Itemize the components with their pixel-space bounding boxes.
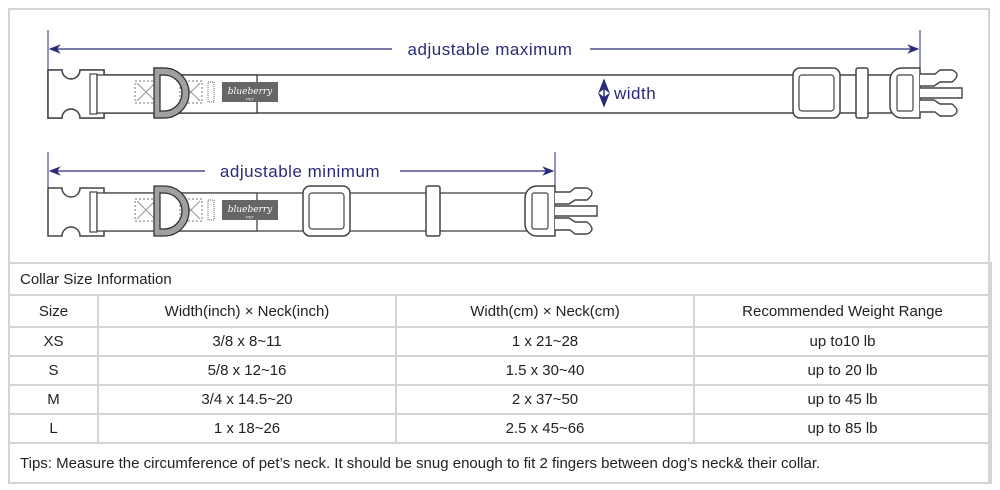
table-title: Collar Size Information (8, 262, 992, 296)
cell-inch: 3/8 x 8~11 (97, 326, 397, 357)
cell-inch: 3/4 x 14.5~20 (97, 384, 397, 415)
table-row: L 1 x 18~26 2.5 x 45~66 up to 85 lb (8, 413, 992, 444)
cell-size: M (8, 384, 99, 415)
tips-text: Tips: Measure the circumference of pet’s… (8, 442, 992, 484)
header-size: Size (8, 294, 99, 328)
cell-weight: up to10 lb (693, 326, 992, 357)
table-header-row: Size Width(inch) × Neck(inch) Width(cm) … (8, 294, 992, 328)
cell-cm: 2 x 37~50 (395, 384, 695, 415)
outer-frame (8, 8, 990, 484)
cell-cm: 1.5 x 30~40 (395, 355, 695, 386)
header-cm: Width(cm) × Neck(cm) (395, 294, 695, 328)
svg-text:PET: PET (246, 97, 254, 102)
cell-inch: 5/8 x 12~16 (97, 355, 397, 386)
cell-size: S (8, 355, 99, 386)
svg-text:blueberry: blueberry (228, 205, 273, 215)
svg-text:blueberry: blueberry (228, 87, 273, 97)
table-row: XS 3/8 x 8~11 1 x 21~28 up to10 lb (8, 326, 992, 357)
collar-maximum: adjustable maximum blueberry PET width (47, 30, 963, 119)
cell-weight: up to 45 lb (693, 384, 992, 415)
cell-inch: 1 x 18~26 (97, 413, 397, 444)
table-row: M 3/4 x 14.5~20 2 x 37~50 up to 45 lb (8, 384, 992, 415)
size-table: Collar Size Information Size Width(inch)… (8, 262, 992, 484)
min-label: adjustable minimum (220, 162, 380, 181)
cell-weight: up to 20 lb (693, 355, 992, 386)
cell-size: XS (8, 326, 99, 357)
cell-cm: 1 x 21~28 (395, 326, 695, 357)
collar-diagram: adjustable maximum blueberry PET width a… (47, 30, 963, 237)
svg-text:PET: PET (246, 215, 254, 220)
logo-label: blueberry PET (222, 82, 278, 102)
header-inch: Width(inch) × Neck(inch) (97, 294, 397, 328)
cell-weight: up to 85 lb (693, 413, 992, 444)
max-label: adjustable maximum (408, 40, 573, 59)
width-label: width (613, 84, 656, 103)
header-weight: Recommended Weight Range (693, 294, 992, 328)
cell-size: L (8, 413, 99, 444)
collar-minimum: adjustable minimum blueberry PET (47, 152, 598, 237)
cell-cm: 2.5 x 45~66 (395, 413, 695, 444)
table-row: S 5/8 x 12~16 1.5 x 30~40 up to 20 lb (8, 355, 992, 386)
